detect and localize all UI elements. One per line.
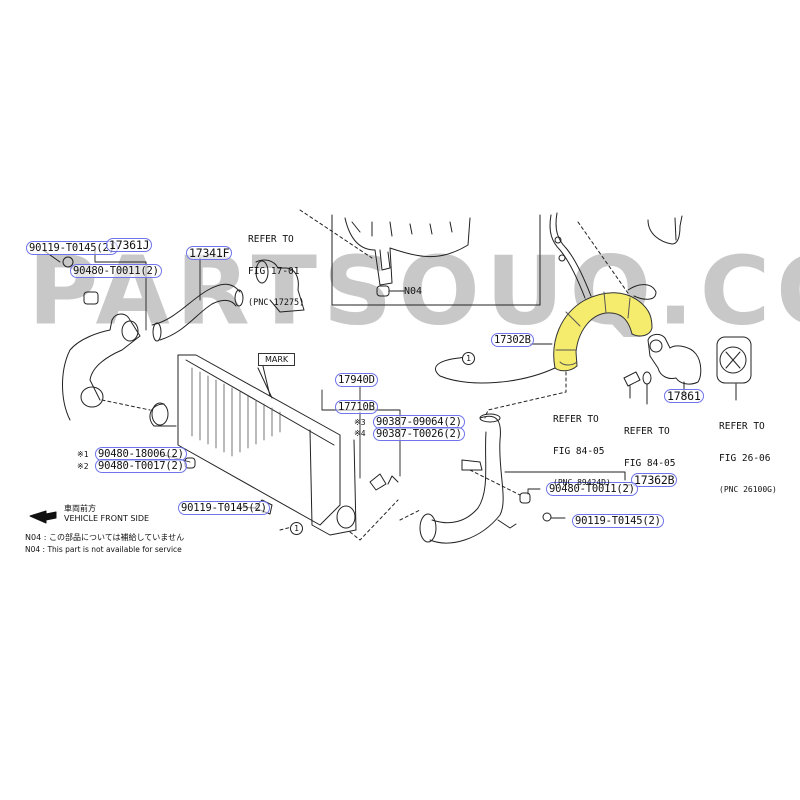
reference-line: FIG 17-01 — [248, 265, 300, 277]
intercooler-drawing — [149, 354, 399, 541]
reference-line: (PNC 26100G) — [719, 485, 777, 494]
part-label-17302b[interactable]: 17302B — [491, 333, 534, 347]
n04-note-en: N04 : This part is not available for ser… — [25, 545, 182, 554]
mark-callout: MARK — [258, 353, 296, 366]
part-label-90480-18006[interactable]: 90480-18006(2) — [95, 447, 187, 461]
reference-fig-26-06: REFER TO FIG 26-06 (PNC 26100G) — [719, 401, 777, 517]
n04-tag: N04 — [404, 286, 423, 297]
part-label-17940d[interactable]: 17940D — [335, 373, 378, 387]
reference-line: FIG 84-05 — [553, 445, 605, 457]
part-label-17361j[interactable]: 17361J — [106, 238, 153, 252]
circle-ref-1-top: 1 — [462, 352, 475, 365]
front-arrow-icon — [29, 510, 57, 524]
part-label-90119-t0145[interactable]: 90119-T0145(2) — [26, 241, 118, 255]
part-label-90480-t0017[interactable]: 90480-T0017(2) — [95, 459, 187, 473]
reference-line: REFER TO — [719, 421, 765, 432]
reference-line: (PNC 17275) — [248, 298, 305, 308]
upper-hoses-drawing — [549, 212, 683, 300]
part-label-17710b[interactable]: 17710B — [335, 400, 378, 414]
throttle-parts-drawing — [623, 333, 752, 405]
note-marker-4: ※4 — [354, 429, 366, 438]
reference-line: (PNC 89424D) — [553, 478, 611, 487]
part-label-90480-t0011-lower[interactable]: 90480-T0011(2) — [546, 482, 638, 496]
part-label-17341f[interactable]: 17341F — [186, 246, 233, 260]
reference-fig-84-05-sensor: REFER TO FIG 84-05 (PNC 89424D) — [553, 394, 611, 510]
reference-line: REFER TO — [248, 234, 294, 245]
circle-ref-1-bottom: 1 — [290, 522, 303, 535]
part-label-90480-t0011[interactable]: 90480-T0011(2) — [70, 264, 162, 278]
n04-note-jp: N04 : この部品については補給していません — [25, 533, 185, 542]
note-marker-1: ※1 — [77, 450, 89, 459]
reference-fig-17-01: REFER TO FIG 17-01 (PNC 17275) — [248, 214, 304, 330]
part-label-17362b[interactable]: 17362B — [631, 473, 678, 487]
part-label-17861[interactable]: 17861 — [664, 389, 704, 403]
reference-fig-84-05-gasket: REFER TO FIG 84-05 — [624, 406, 675, 490]
reference-line: REFER TO — [553, 414, 599, 425]
part-label-90119-t0145-lower[interactable]: 90119-T0145(2) — [572, 514, 664, 528]
part-label-90387-t0026[interactable]: 90387-T0026(2) — [373, 427, 465, 441]
connector-wire-drawing — [434, 356, 567, 419]
air-cleaner-box-drawing — [299, 209, 541, 306]
part-label-90119-t0145-mid[interactable]: 90119-T0145(2) — [178, 501, 270, 515]
note-marker-3: ※3 — [354, 418, 366, 427]
reference-line: FIG 84-05 — [624, 457, 676, 469]
reference-line: REFER TO — [624, 426, 670, 437]
note-marker-2: ※2 — [77, 462, 89, 471]
watermark: PARTSOUQ.COM — [28, 236, 800, 346]
reference-line: FIG 26-06 — [719, 452, 771, 464]
vehicle-front-jp: 車両前方 — [64, 504, 96, 513]
highlighted-hose-17302b — [553, 291, 653, 372]
lower-hose-drawing — [399, 413, 626, 544]
left-hoses-drawing — [42, 249, 305, 421]
vehicle-front-en: VEHICLE FRONT SIDE — [64, 514, 150, 523]
